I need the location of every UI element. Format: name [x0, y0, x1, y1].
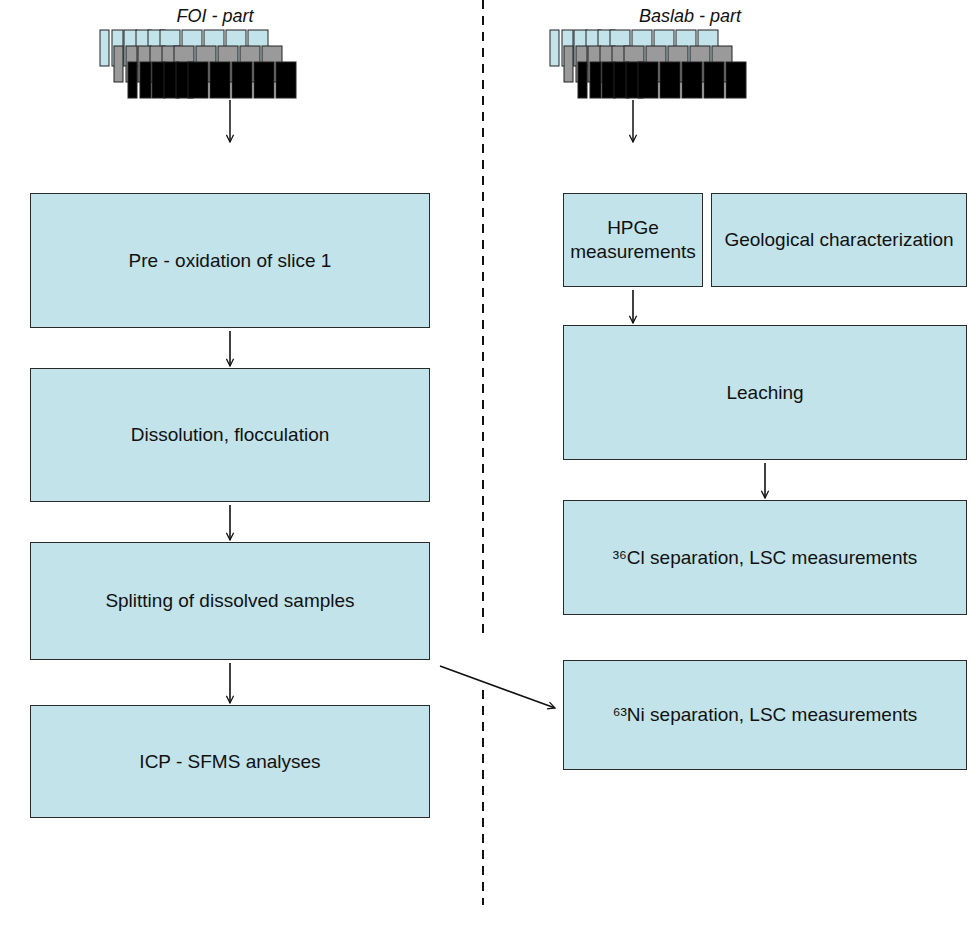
sample-slice	[114, 46, 123, 82]
sample-slice	[564, 46, 573, 82]
box-text: HPGe measurements	[560, 210, 706, 270]
process-box: HPGe measurements	[563, 193, 703, 287]
flow-arrow	[229, 663, 231, 703]
sample-slice	[726, 62, 746, 98]
process-box: Pre - oxidation of slice 1	[30, 193, 430, 328]
sample-slice	[232, 62, 252, 98]
sample-slice	[100, 30, 109, 66]
sample-slice	[602, 62, 615, 98]
sample-slice	[590, 62, 601, 98]
stack-arrow	[632, 100, 634, 142]
sample-slice	[550, 30, 559, 66]
box-text: ⁶³Ni separation, LSC measurements	[603, 697, 928, 733]
box-text: Dissolution, flocculation	[121, 417, 340, 453]
part-heading: FOI - part	[176, 6, 253, 27]
box-text: ICP - SFMS analyses	[129, 744, 330, 780]
stack-arrow	[229, 100, 231, 142]
sample-slice	[152, 62, 165, 98]
process-box: Splitting of dissolved samples	[30, 542, 430, 660]
sample-slice	[578, 62, 587, 98]
flow-arrow	[764, 463, 766, 498]
sample-slice	[638, 62, 658, 98]
process-box: Dissolution, flocculation	[30, 368, 430, 502]
sample-slice	[704, 62, 724, 98]
part-heading: Baslab - part	[639, 6, 741, 27]
sample-slice	[188, 62, 208, 98]
sample-slice	[140, 62, 151, 98]
sample-slice	[210, 62, 230, 98]
process-box: ³⁶Cl separation, LSC measurements	[563, 500, 967, 615]
sample-slice	[276, 62, 296, 98]
sample-slice	[254, 62, 274, 98]
flow-arrow	[440, 666, 555, 708]
process-box: Geological characterization	[711, 193, 967, 287]
divider-line	[482, 0, 484, 640]
process-box: ICP - SFMS analyses	[30, 705, 430, 818]
box-text: Leaching	[716, 375, 813, 411]
flow-arrow	[229, 331, 231, 366]
box-text: Splitting of dissolved samples	[95, 583, 364, 619]
sample-slice	[660, 62, 680, 98]
process-box: Leaching	[563, 325, 967, 460]
flow-arrow	[229, 505, 231, 540]
box-text: Geological characterization	[714, 222, 963, 258]
sample-slice	[682, 62, 702, 98]
flow-arrow	[632, 290, 634, 323]
process-box: ⁶³Ni separation, LSC measurements	[563, 660, 967, 770]
divider-line	[482, 690, 484, 905]
sample-slice	[128, 62, 137, 98]
box-text: ³⁶Cl separation, LSC measurements	[603, 540, 928, 576]
box-text: Pre - oxidation of slice 1	[119, 243, 342, 279]
